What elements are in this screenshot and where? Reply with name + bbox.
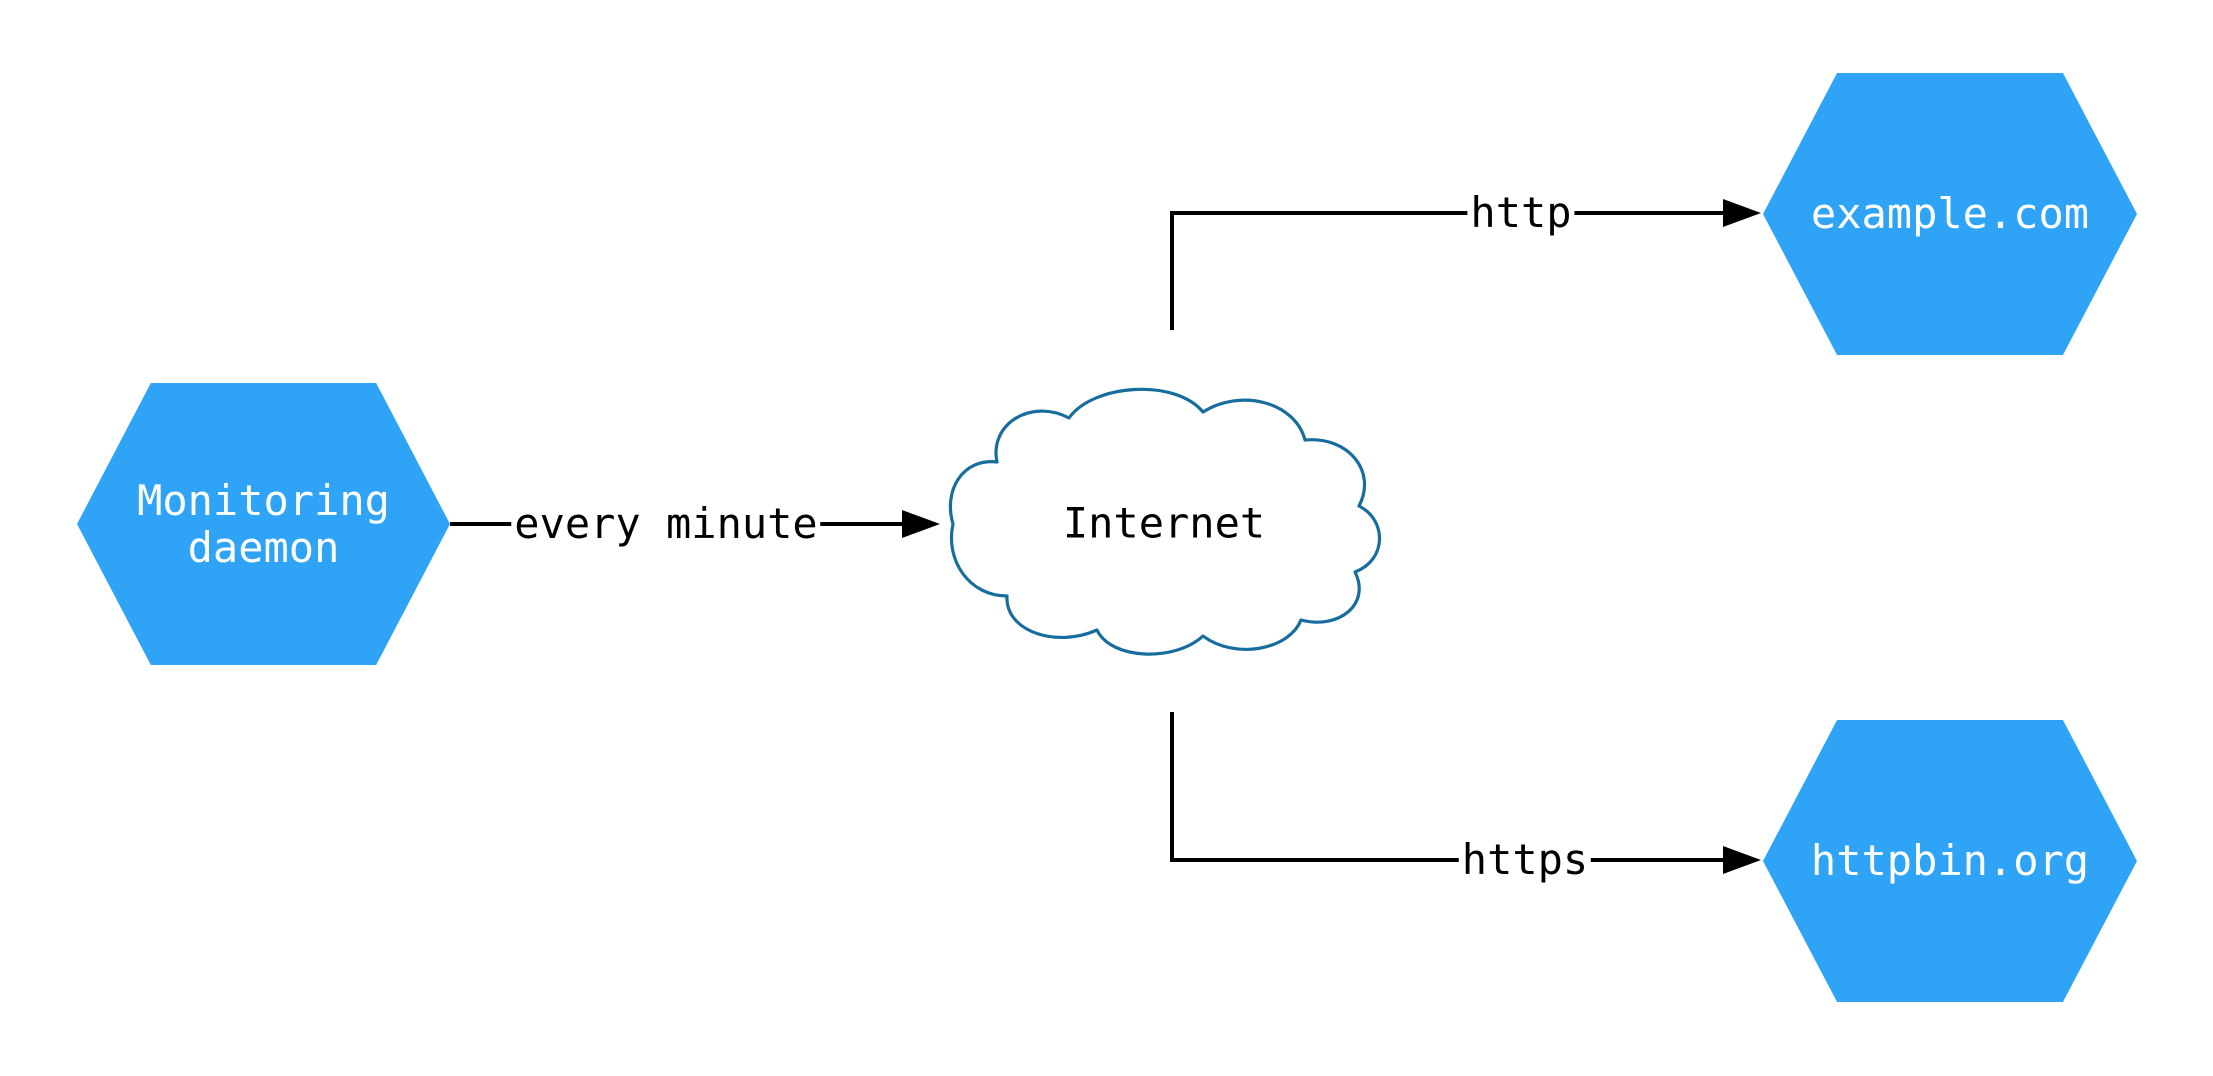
edge-http-line (1170, 211, 1723, 330)
node-example-com: example.com (1763, 73, 2137, 355)
edge-http-arrowhead-icon (1723, 199, 1761, 227)
internet-cloud-icon (948, 387, 1382, 656)
node-example-com-label: example.com (1810, 189, 2090, 239)
node-monitoring-daemon: Monitoring daemon (77, 383, 450, 665)
edge-http-label: http (1467, 192, 1575, 234)
edge-every-minute-arrowhead-icon (902, 510, 940, 538)
cloud-shape (948, 387, 1382, 656)
edge-https-label: https (1458, 839, 1592, 881)
edge-https-line (1170, 712, 1723, 862)
node-httpbin-org: httpbin.org (1763, 720, 2137, 1002)
node-monitoring-daemon-label: Monitoring daemon (137, 475, 390, 572)
node-httpbin-org-label: httpbin.org (1810, 836, 2090, 886)
edge-every-minute-label: every minute (511, 503, 821, 545)
edge-https-arrowhead-icon (1723, 846, 1761, 874)
node-internet-label: Internet (1062, 498, 1266, 548)
